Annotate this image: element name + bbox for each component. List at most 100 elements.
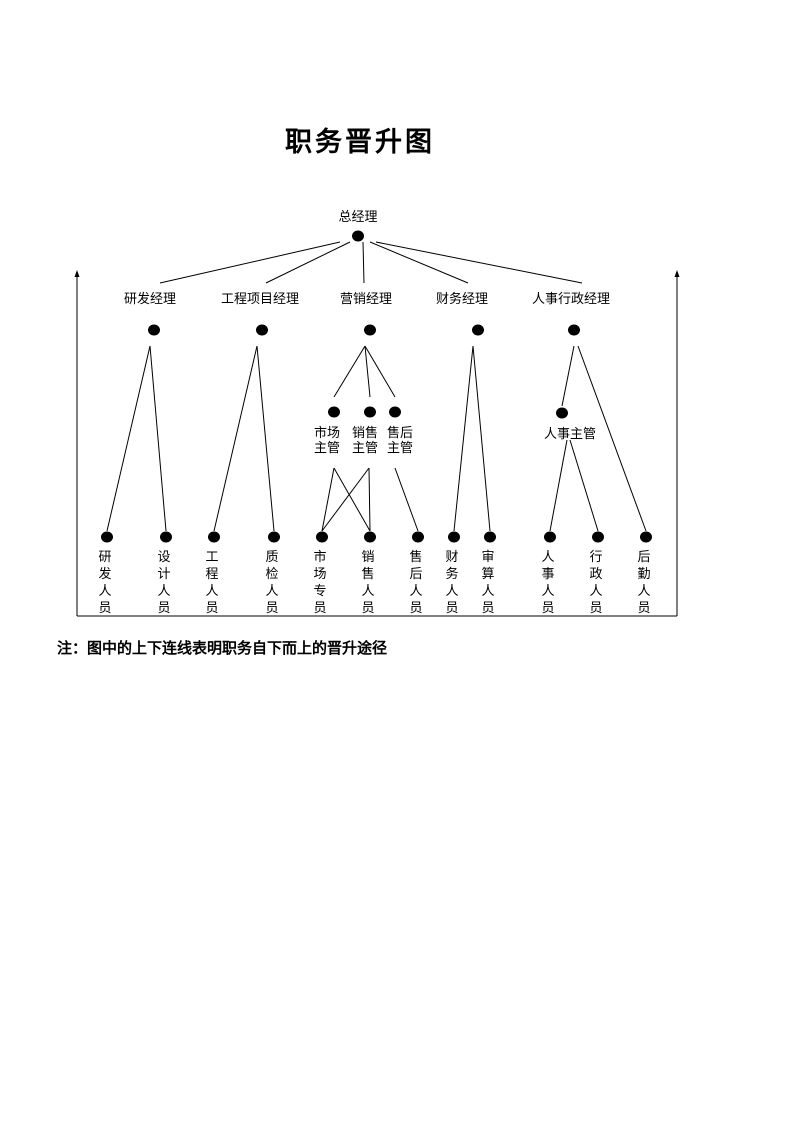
connector-gm-mkt_mgr bbox=[362, 241, 365, 284]
connector-mkt_mgr-sales_sup bbox=[364, 345, 371, 398]
frame-right-arrow-icon bbox=[674, 270, 680, 277]
node-dot-market_sup bbox=[328, 406, 340, 418]
svg-text:员: 员 bbox=[361, 601, 374, 616]
connector-gm-fin_mgr bbox=[369, 241, 469, 284]
node-dot-rd_mgr bbox=[148, 324, 160, 336]
node-dot-logistics_staff bbox=[640, 531, 652, 543]
connector-fin_mgr-fin_staff bbox=[453, 345, 474, 532]
svg-text:售: 售 bbox=[409, 549, 422, 565]
svg-text:员: 员 bbox=[541, 601, 554, 616]
svg-text:人: 人 bbox=[205, 584, 218, 599]
svg-text:人: 人 bbox=[265, 584, 278, 599]
svg-text:人: 人 bbox=[445, 584, 458, 599]
connector-gm-eng_mgr bbox=[265, 241, 351, 284]
page-title: 职务晋升图 bbox=[285, 127, 435, 158]
svg-text:财: 财 bbox=[445, 550, 458, 565]
label-mkt_mgr: 营销经理 bbox=[340, 292, 392, 307]
svg-text:人: 人 bbox=[637, 584, 650, 599]
connector-eng_mgr-eng_staff bbox=[213, 345, 258, 532]
connector-gm-hr_mgr bbox=[375, 241, 583, 284]
svg-text:主管: 主管 bbox=[352, 441, 378, 456]
svg-text:工: 工 bbox=[205, 550, 218, 565]
svg-text:发: 发 bbox=[98, 566, 111, 582]
label-hr_mgr: 人事行政经理 bbox=[532, 292, 610, 307]
svg-text:审: 审 bbox=[481, 550, 494, 565]
label-rd_mgr: 研发经理 bbox=[124, 291, 176, 307]
svg-text:员: 员 bbox=[409, 601, 422, 616]
svg-text:员: 员 bbox=[265, 601, 278, 616]
svg-text:员: 员 bbox=[157, 601, 170, 616]
svg-text:员: 员 bbox=[98, 601, 111, 616]
svg-text:程: 程 bbox=[205, 567, 218, 582]
diagram-frame bbox=[74, 270, 680, 617]
svg-text:检: 检 bbox=[265, 567, 278, 582]
svg-text:算: 算 bbox=[481, 567, 494, 582]
svg-text:质: 质 bbox=[265, 550, 278, 565]
svg-text:人: 人 bbox=[409, 584, 422, 599]
svg-text:销: 销 bbox=[361, 550, 374, 565]
svg-text:主管: 主管 bbox=[387, 441, 413, 456]
svg-text:人: 人 bbox=[541, 584, 554, 599]
node-dot-sales_staff bbox=[364, 531, 376, 543]
connector-sales_sup-market_staff bbox=[321, 467, 370, 532]
connector-rd_mgr-rd_staff bbox=[106, 345, 151, 532]
connector-mkt_mgr-after_sup bbox=[364, 345, 396, 398]
svg-text:勤: 勤 bbox=[637, 567, 650, 582]
svg-text:政: 政 bbox=[589, 567, 602, 582]
svg-text:员: 员 bbox=[445, 601, 458, 616]
connector-market_sup-sales_staff bbox=[333, 467, 371, 532]
svg-text:人: 人 bbox=[361, 584, 374, 599]
svg-text:员: 员 bbox=[481, 601, 494, 616]
label-hr_sup: 人事主管 bbox=[544, 427, 596, 442]
connector-market_sup-market_staff bbox=[321, 467, 335, 532]
svg-text:后: 后 bbox=[637, 550, 650, 565]
node-dot-fin_mgr bbox=[472, 324, 484, 336]
svg-text:员: 员 bbox=[589, 601, 602, 616]
node-dot-rd_staff bbox=[101, 531, 113, 543]
svg-text:事: 事 bbox=[541, 567, 554, 582]
node-dot-hr_mgr bbox=[568, 324, 580, 336]
label-eng_mgr: 工程项目经理 bbox=[221, 292, 299, 307]
svg-text:售: 售 bbox=[361, 566, 374, 582]
connector-hr_mgr-logistics_staff bbox=[577, 345, 647, 532]
connector-hr_mgr-hr_sup bbox=[561, 345, 575, 407]
label-gm: 总经理 bbox=[338, 210, 377, 225]
label-fin_mgr: 财务经理 bbox=[436, 291, 488, 307]
svg-text:行: 行 bbox=[589, 550, 602, 565]
connector-sales_sup-sales_staff bbox=[368, 467, 371, 532]
connector-hr_sup-hr_staff bbox=[549, 439, 568, 532]
svg-text:场: 场 bbox=[313, 567, 326, 582]
svg-text:售后: 售后 bbox=[387, 425, 413, 441]
svg-text:销售: 销售 bbox=[352, 425, 378, 441]
svg-text:后: 后 bbox=[409, 567, 422, 582]
node-dot-qc_staff bbox=[268, 531, 280, 543]
connector-hr_sup-admin_staff bbox=[569, 439, 599, 532]
svg-text:员: 员 bbox=[313, 601, 326, 616]
connector-eng_mgr-qc_staff bbox=[256, 345, 275, 532]
node-dot-eng_mgr bbox=[256, 324, 268, 336]
node-dot-hr_sup bbox=[556, 407, 568, 419]
svg-text:人: 人 bbox=[157, 584, 170, 599]
svg-text:主管: 主管 bbox=[314, 441, 340, 456]
node-dot-admin_staff bbox=[592, 531, 604, 543]
node-dot-after_sup bbox=[389, 406, 401, 418]
connector-fin_mgr-audit_staff bbox=[472, 345, 491, 532]
node-dot-design_staff bbox=[160, 531, 172, 543]
node-dot-market_staff bbox=[316, 531, 328, 543]
svg-text:人: 人 bbox=[541, 550, 554, 565]
node-dot-audit_staff bbox=[484, 531, 496, 543]
connector-mkt_mgr-market_sup bbox=[333, 345, 366, 398]
